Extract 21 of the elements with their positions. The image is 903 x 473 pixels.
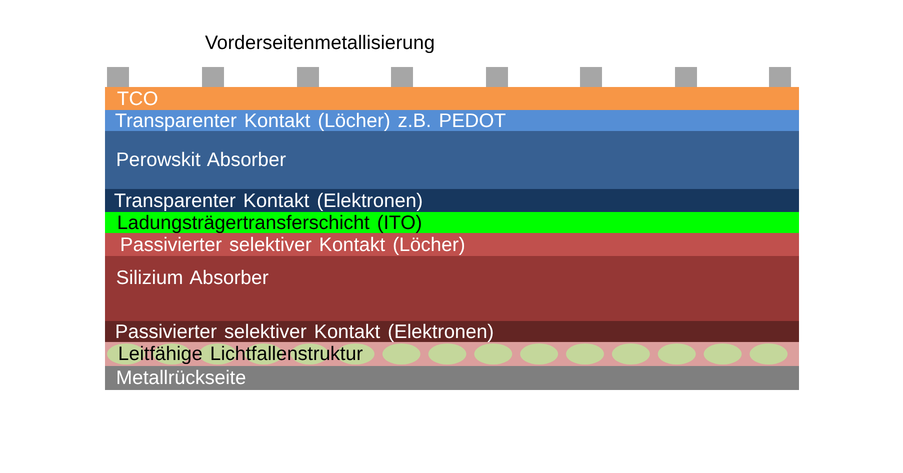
layer-label: Metallrückseite [116, 368, 246, 388]
layer-label: TCO [117, 88, 158, 108]
layer-label: Leitfähige Lichtfallenstruktur [118, 344, 363, 364]
layer-band [105, 321, 799, 342]
textured-layer-band [105, 342, 799, 366]
layer-label: Perowskit Absorber [116, 150, 286, 170]
layer-band [105, 131, 799, 189]
layer-band [105, 233, 799, 256]
layer-band [105, 189, 799, 212]
layer-band [105, 212, 799, 233]
layer-band [105, 256, 799, 321]
layer-label: Passivierter selektiver Kontakt (Elektronen) [115, 322, 494, 342]
layer-label: Transparenter Kontakt (Löcher) z.B. PEDOT [115, 110, 506, 130]
layer-label: Passivierter selektiver Kontakt (Löcher) [120, 234, 466, 254]
metallization-label: Vorderseitenmetallisierung [205, 32, 435, 54]
layer-label: Ladungsträgertransferschicht (ITO) [117, 212, 422, 232]
layer-band [105, 87, 799, 110]
layer-band [105, 366, 799, 390]
layer-band [105, 110, 799, 131]
layer-label: Silizium Absorber [116, 268, 269, 288]
layer-label: Transparenter Kontakt (Elektronen) [114, 190, 423, 210]
